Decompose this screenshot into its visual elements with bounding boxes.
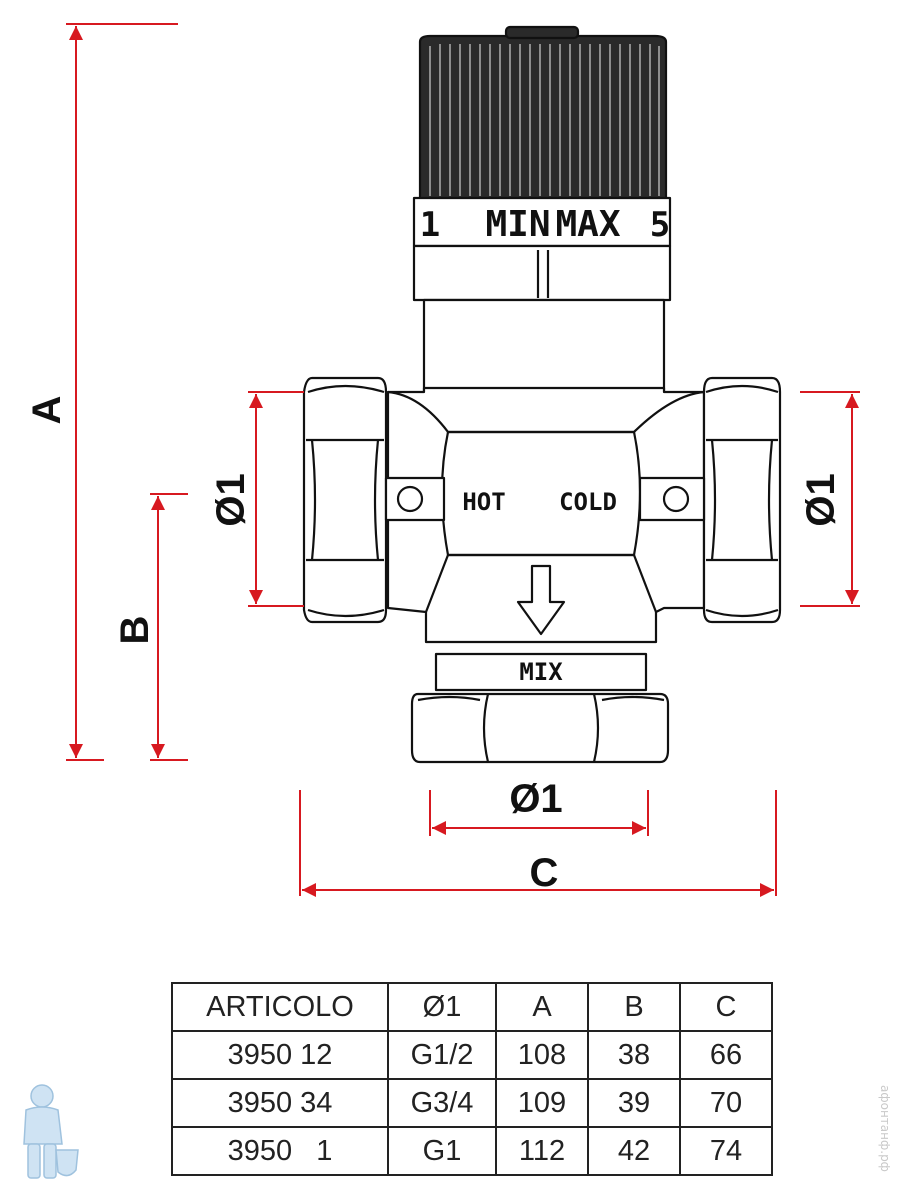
dimension-b-label: B	[113, 616, 157, 645]
neck	[422, 298, 666, 398]
dimension-d-right-label: Ø1	[799, 473, 843, 526]
valve-body	[302, 25, 782, 764]
lower-ring	[412, 244, 672, 302]
table-row: 3950 12 G1/2 108 38 66	[171, 1030, 773, 1080]
cell-b: 42	[587, 1126, 681, 1176]
cell-articolo: 3950 1	[171, 1126, 389, 1176]
header-b: B	[587, 982, 681, 1032]
table-header-row: ARTICOLO Ø1 A B C	[171, 982, 773, 1032]
valve-technical-drawing: 1 MIN MAX 5 HOT COLD MIX A B Ø1 Ø1 Ø1 C	[25, 23, 860, 897]
cell-a: 108	[495, 1030, 589, 1080]
scale-number-right: 5	[650, 205, 670, 245]
hot-inlet-label: HOT	[462, 488, 505, 516]
cell-a: 109	[495, 1078, 589, 1128]
cold-inlet-label: COLD	[559, 488, 617, 516]
cell-diameter: G3/4	[387, 1078, 497, 1128]
watermark-text: афонтанф.рф	[878, 1085, 892, 1172]
cell-diameter: G1/2	[387, 1030, 497, 1080]
cell-b: 39	[587, 1078, 681, 1128]
dimension-c-label: C	[530, 851, 559, 895]
dimension-d-bottom-label: Ø1	[509, 777, 562, 821]
cell-a: 112	[495, 1126, 589, 1176]
scale-min-label: MIN	[485, 204, 550, 245]
cell-articolo: 3950 34	[171, 1078, 389, 1128]
mix-collar	[434, 652, 648, 692]
left-union-nut	[302, 376, 446, 624]
knob	[418, 25, 668, 202]
header-diameter: Ø1	[387, 982, 497, 1032]
table-row: 3950 1 G1 112 42 74	[171, 1126, 773, 1176]
cell-articolo: 3950 12	[171, 1030, 389, 1080]
dimension-d-left-label: Ø1	[209, 473, 253, 526]
cell-diameter: G1	[387, 1126, 497, 1176]
dimension-a-label: A	[25, 396, 69, 425]
dimension-lines	[66, 23, 860, 897]
table-row: 3950 34 G3/4 109 39 70	[171, 1078, 773, 1128]
cell-c: 74	[679, 1126, 773, 1176]
header-a: A	[495, 982, 589, 1032]
scale-max-label: MAX	[555, 204, 620, 245]
scale-ring	[412, 196, 672, 248]
right-union-nut	[638, 376, 782, 624]
header-articolo: ARTICOLO	[171, 982, 389, 1032]
dimensions-table: ARTICOLO Ø1 A B C 3950 12 G1/2 108 38 66…	[171, 982, 773, 1176]
cell-c: 70	[679, 1078, 773, 1128]
cell-c: 66	[679, 1030, 773, 1080]
flow-arrow-down	[516, 564, 566, 636]
plumber-mascot-logo	[23, 1084, 79, 1179]
scale-number-left: 1	[420, 205, 440, 245]
header-c: C	[679, 982, 773, 1032]
mix-outlet-label: MIX	[519, 658, 563, 686]
cell-b: 38	[587, 1030, 681, 1080]
bottom-union-nut	[410, 692, 670, 764]
